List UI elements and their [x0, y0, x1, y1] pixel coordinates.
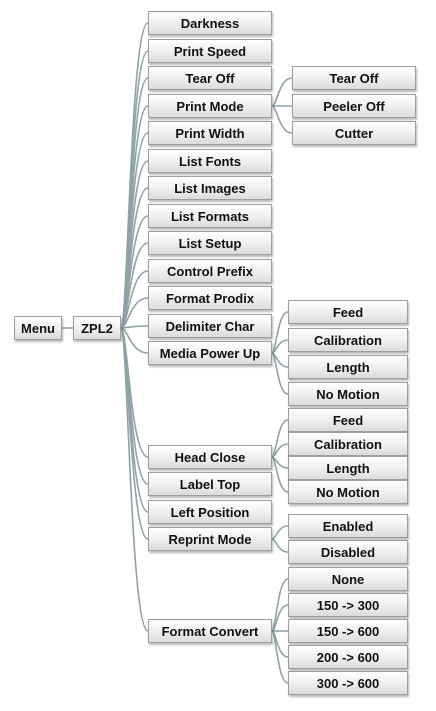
connector-item-reprint-mode-to-reprint-mode-disabled: [271, 538, 289, 553]
connector-item-format-convert-to-format-convert-150-300: [271, 604, 289, 632]
item-list-setup: List Setup: [148, 231, 272, 255]
item-print-width: Print Width: [148, 121, 272, 145]
head-close-length: Length: [288, 456, 408, 480]
item-list-images: List Images: [148, 176, 272, 200]
connector-item-print-mode-to-print-mode-tear-off: [271, 77, 293, 107]
media-power-up-feed: Feed: [288, 300, 408, 324]
item-tear-off: Tear Off: [148, 66, 272, 90]
item-control-prefix: Control Prefix: [148, 259, 272, 283]
reprint-mode-disabled: Disabled: [288, 540, 408, 564]
zpl2-node: ZPL2: [73, 316, 121, 340]
menu-node: Menu: [14, 316, 62, 340]
print-mode-peeler-off: Peeler Off: [292, 94, 416, 118]
item-left-position: Left Position: [148, 500, 272, 524]
format-convert-150-300: 150 -> 300: [288, 593, 408, 617]
item-media-power-up: Media Power Up: [148, 341, 272, 365]
format-convert-150-600: 150 -> 600: [288, 619, 408, 643]
head-close-feed: Feed: [288, 408, 408, 432]
item-reprint-mode: Reprint Mode: [148, 527, 272, 551]
connector-item-head-close-to-head-close-no-motion: [271, 456, 289, 493]
item-head-close: Head Close: [148, 445, 272, 469]
item-format-convert: Format Convert: [148, 619, 272, 643]
connector-item-format-convert-to-format-convert-300-600: [271, 630, 289, 684]
connector-zpl2-node-to-item-delimiter-char: [120, 325, 149, 329]
connector-item-media-power-up-to-media-power-up-no-motion: [271, 352, 289, 395]
format-convert-none: None: [288, 567, 408, 591]
item-list-fonts: List Fonts: [148, 149, 272, 173]
connector-item-head-close-to-head-close-feed: [271, 419, 289, 458]
item-darkness: Darkness: [148, 11, 272, 35]
connector-zpl2-node-to-item-format-convert: [120, 327, 149, 632]
print-mode-cutter: Cutter: [292, 121, 416, 145]
item-delimiter-char: Delimiter Char: [148, 314, 272, 338]
reprint-mode-enabled: Enabled: [288, 514, 408, 538]
connector-item-reprint-mode-to-reprint-mode-enabled: [271, 525, 289, 540]
item-print-mode: Print Mode: [148, 94, 272, 118]
connector-item-media-power-up-to-media-power-up-feed: [271, 311, 289, 354]
head-close-calibration: Calibration: [288, 432, 408, 456]
media-power-up-no-motion: No Motion: [288, 382, 408, 406]
connector-item-print-mode-to-print-mode-cutter: [271, 105, 293, 134]
item-label-top: Label Top: [148, 472, 272, 496]
item-list-formats: List Formats: [148, 204, 272, 228]
print-mode-tear-off: Tear Off: [292, 66, 416, 90]
format-convert-200-600: 200 -> 600: [288, 645, 408, 669]
format-convert-300-600: 300 -> 600: [288, 671, 408, 695]
item-format-prodix: Format Prodix: [148, 286, 272, 310]
head-close-no-motion: No Motion: [288, 480, 408, 504]
item-print-speed: Print Speed: [148, 39, 272, 63]
connector-zpl2-node-to-item-format-prodix: [120, 297, 149, 329]
media-power-up-calibration: Calibration: [288, 328, 408, 352]
media-power-up-length: Length: [288, 355, 408, 379]
